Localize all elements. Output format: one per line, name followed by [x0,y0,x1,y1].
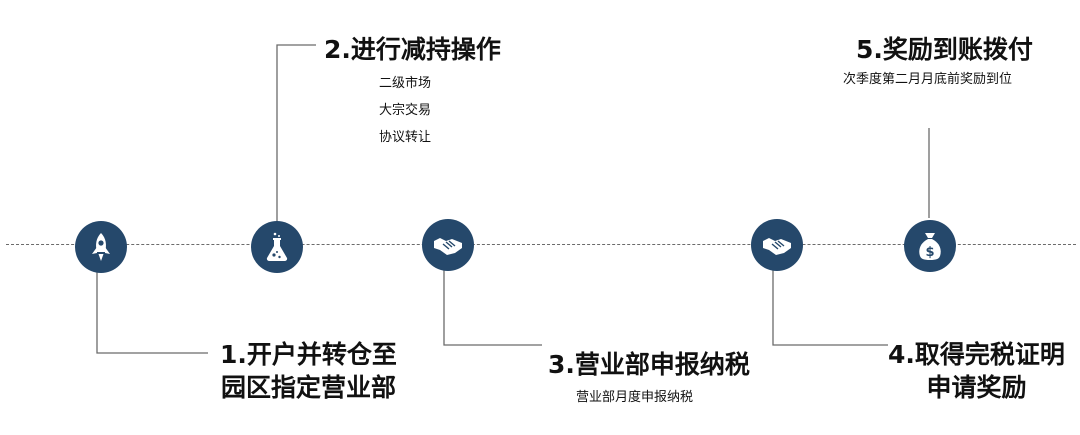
step-3-title: 3.营业部申报纳税 [548,345,750,381]
step-2-sub-item: 协议转让 [379,130,432,145]
step-5-subtitle: 次季度第二月月底前奖励到位 [843,72,1013,87]
step-5-title-text: 5.奖励到账拨付 [856,35,1033,64]
step-5-node: $ [904,220,956,272]
step-4-title-line-2: 申请奖励 [926,373,1027,402]
rocket-icon [92,233,110,261]
svg-text:$: $ [925,245,934,260]
step-1-title-line-1: 1.开户并转仓至 [220,340,397,369]
step-4-node [751,219,803,271]
connector-step-1 [96,268,208,354]
step-3-title-text: 3.营业部申报纳税 [548,350,750,379]
step-2-sub-item: 大宗交易 [379,103,432,118]
step-4-title: 4.取得完税证明 申请奖励 [888,338,1065,404]
timeline-dashed-line [6,244,1076,245]
step-2-title: 2.进行减持操作 [324,30,501,66]
step-1-title-line-2: 园区指定营业部 [220,373,396,402]
step-2-title-text: 2.进行减持操作 [324,35,501,64]
step-1-title: 1.开户并转仓至 园区指定营业部 [220,338,397,404]
connector-step-3 [443,268,542,346]
step-4-title-line-1: 4.取得完税证明 [888,340,1065,369]
step-2-sub-item: 二级市场 [379,76,432,91]
connector-step-4 [772,268,888,346]
step-3-node [422,219,474,271]
handshake-icon [434,238,462,255]
step-2-sub-list: 二级市场 大宗交易 协议转让 [379,70,431,151]
money-bag-icon: $ [919,233,941,260]
step-1-node [75,221,127,273]
step-2-node [251,221,303,273]
connector-step-2 [276,44,316,224]
flask-icon [266,232,288,261]
handshake-icon [763,238,791,255]
step-3-subtitle: 营业部月度申报纳税 [576,390,694,405]
step-5-title: 5.奖励到账拨付 [856,30,1033,66]
